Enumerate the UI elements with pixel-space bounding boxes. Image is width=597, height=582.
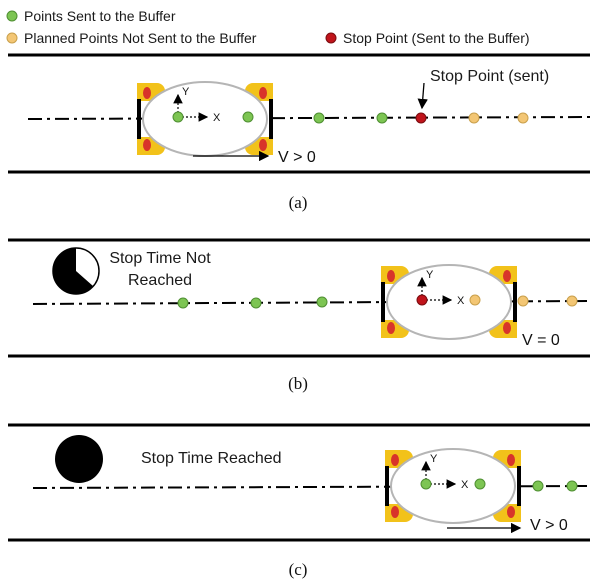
y-axis-label: Y (430, 453, 438, 465)
wheel-spot (259, 139, 267, 151)
wheel-spot (259, 87, 267, 99)
path-point-sent (177, 297, 189, 309)
wheel-spot (507, 454, 515, 466)
path-point-sent (316, 296, 328, 308)
path-point-planned (517, 112, 529, 124)
bumper-left (385, 466, 389, 506)
legend-stop-label: Stop Point (Sent to the Buffer) (343, 30, 530, 46)
stop-status-line2: Reached (128, 272, 192, 289)
velocity-label: V = 0 (522, 332, 560, 349)
legend-sent-label: Points Sent to the Buffer (24, 8, 176, 24)
x-axis-label: X (461, 479, 469, 491)
wheel-spot (507, 506, 515, 518)
robot-body (390, 448, 516, 524)
partial-pie-clock-icon (52, 247, 100, 295)
wheel-spot (143, 139, 151, 151)
path-point-sent (172, 111, 184, 123)
x-axis-label: X (457, 295, 465, 307)
panel-b: Stop Time Not Reached Y X V = 0 (8, 238, 591, 393)
legend-planned-marker (6, 32, 18, 44)
path-point-planned (469, 294, 481, 306)
bumper-right (513, 282, 517, 322)
velocity-label: V > 0 (530, 517, 568, 534)
caption-b: (b) (288, 374, 308, 393)
robot-body (386, 264, 512, 340)
panel-c: Stop Time Reached Y X V > 0 (c) (8, 423, 591, 579)
robot-c: Y X (385, 448, 521, 524)
stop-point-callout: Stop Point (sent) (430, 68, 549, 85)
caption-c: (c) (289, 560, 308, 579)
wheel-spot (391, 454, 399, 466)
wheel-spot (503, 322, 511, 334)
wheel-spot (143, 87, 151, 99)
legend: Points Sent to the Buffer Planned Points… (6, 8, 530, 46)
bumper-left (137, 99, 141, 139)
legend-sent-marker (6, 10, 18, 22)
x-axis-label: X (213, 112, 221, 124)
stop-status-line1: Stop Time Not (109, 250, 211, 267)
y-axis-label: Y (426, 269, 434, 281)
path-point-planned (517, 295, 529, 307)
path-point-sent (532, 480, 544, 492)
stop-status: Stop Time Reached (141, 450, 282, 467)
legend-stop-marker (325, 32, 337, 44)
callout-arrow (417, 82, 428, 110)
wheel-spot (503, 270, 511, 282)
path-point-stop (415, 112, 427, 124)
path-point-sent (313, 112, 325, 124)
path-point-sent (566, 480, 578, 492)
robot-b: Y X (381, 264, 517, 340)
path-point-sent (474, 478, 486, 490)
wheel-spot (387, 322, 395, 334)
path-point-sent (376, 112, 388, 124)
y-axis-label: Y (182, 86, 190, 98)
wheel-spot (387, 270, 395, 282)
path-point-planned (566, 295, 578, 307)
robot-a: Y X (137, 81, 273, 157)
bumper-right (269, 99, 273, 139)
path-point-sent (250, 297, 262, 309)
path-point-stop (416, 294, 428, 306)
panel-a: Y X Stop Point (sent) V > 0 (a) (8, 53, 591, 212)
full-circle-clock-icon (55, 435, 103, 483)
path-point-planned (468, 112, 480, 124)
bumper-right (517, 466, 521, 506)
path-point-sent (242, 111, 254, 123)
path-point-sent (420, 478, 432, 490)
path-line-a (27, 116, 591, 120)
caption-a: (a) (289, 193, 308, 212)
wheel-spot (391, 506, 399, 518)
bumper-left (381, 282, 385, 322)
velocity-label: V > 0 (278, 149, 316, 166)
legend-planned-label: Planned Points Not Sent to the Buffer (24, 30, 257, 46)
